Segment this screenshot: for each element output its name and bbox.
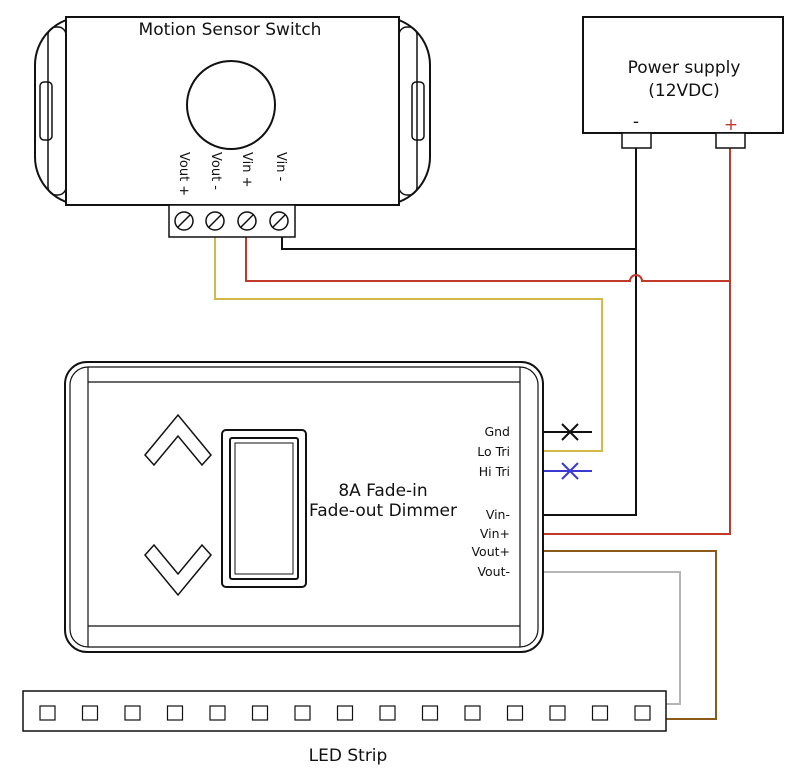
led-cell — [421, 705, 439, 721]
psu-pos-label: + — [724, 115, 738, 135]
led-strip: LED Strip — [22, 690, 667, 766]
dimmer-terminal-label: Hi Tri — [479, 464, 510, 479]
led-cell — [81, 705, 99, 721]
psu-title-line2: (12VDC) — [648, 81, 720, 101]
wire-gray-vout-neg — [542, 571, 681, 705]
screw-terminal-icon — [174, 211, 194, 231]
led-cell — [124, 705, 141, 721]
up-arrow-icon — [144, 413, 212, 467]
led-cell — [166, 705, 184, 721]
screw-terminal-icon — [237, 211, 257, 231]
led-cell — [634, 705, 651, 721]
down-arrow-icon — [144, 543, 212, 597]
dimmer-terminal-label: Gnd — [484, 424, 510, 439]
led-cell — [591, 705, 609, 721]
psu-neg-label: - — [633, 112, 639, 132]
power-supply: Power supply (12VDC) - + — [582, 16, 784, 149]
psu-pos-terminal — [715, 132, 746, 149]
psu-neg-terminal — [621, 132, 652, 149]
led-cell — [294, 705, 311, 721]
sensor-terminal-label: Vout - — [208, 152, 223, 190]
led-strip-label: LED Strip — [309, 746, 388, 766]
dimmer: 8A Fade-in Fade-out Dimmer Gnd Lo Tri Hi… — [64, 361, 544, 653]
psu-title-line1: Power supply — [628, 58, 741, 78]
dimmer-terminal-label: Lo Tri — [477, 444, 510, 459]
wire-black-psu-neg — [542, 148, 637, 516]
wire-brown-vout-pos — [542, 550, 717, 720]
dimmer-terminal-label: Vin+ — [480, 526, 510, 541]
dimmer-title-line1: 8A Fade-in — [338, 481, 427, 501]
sensor-title: Motion Sensor Switch — [139, 20, 322, 40]
sensor-terminal-label: Vin - — [273, 152, 288, 182]
dimmer-terminal-label: Vout+ — [471, 544, 510, 559]
screw-terminal-icon — [205, 211, 225, 231]
led-cell — [379, 705, 396, 721]
led-cell — [336, 705, 354, 721]
wires — [214, 148, 731, 720]
sensor-lens — [186, 60, 276, 150]
motion-sensor-switch: Motion Sensor Switch Vout + Vout - Vin +… — [34, 16, 431, 238]
screw-terminal-icon — [269, 211, 289, 231]
led-cell — [251, 705, 269, 721]
led-cell — [464, 705, 481, 721]
dimmer-display — [221, 429, 307, 588]
wire-yellow-lo-tri — [214, 236, 603, 452]
led-cell — [506, 705, 524, 721]
led-cell — [549, 705, 566, 721]
sensor-terminal-label: Vout + — [176, 152, 191, 196]
cross-disconnected-icon — [561, 462, 579, 480]
led-cell — [39, 705, 56, 721]
wire-red-psu-pos — [542, 148, 731, 535]
wire-red-sensor-vin-pos — [245, 236, 730, 282]
dimmer-title-line2: Fade-out Dimmer — [309, 501, 457, 521]
wire-black-sensor-vin-neg — [281, 236, 636, 250]
dimmer-terminal-label: Vin- — [486, 507, 510, 522]
sensor-terminal-label: Vin + — [239, 152, 254, 187]
dimmer-terminal-label: Vout- — [477, 564, 510, 579]
led-cell — [209, 705, 226, 721]
cross-disconnected-icon — [561, 423, 579, 441]
